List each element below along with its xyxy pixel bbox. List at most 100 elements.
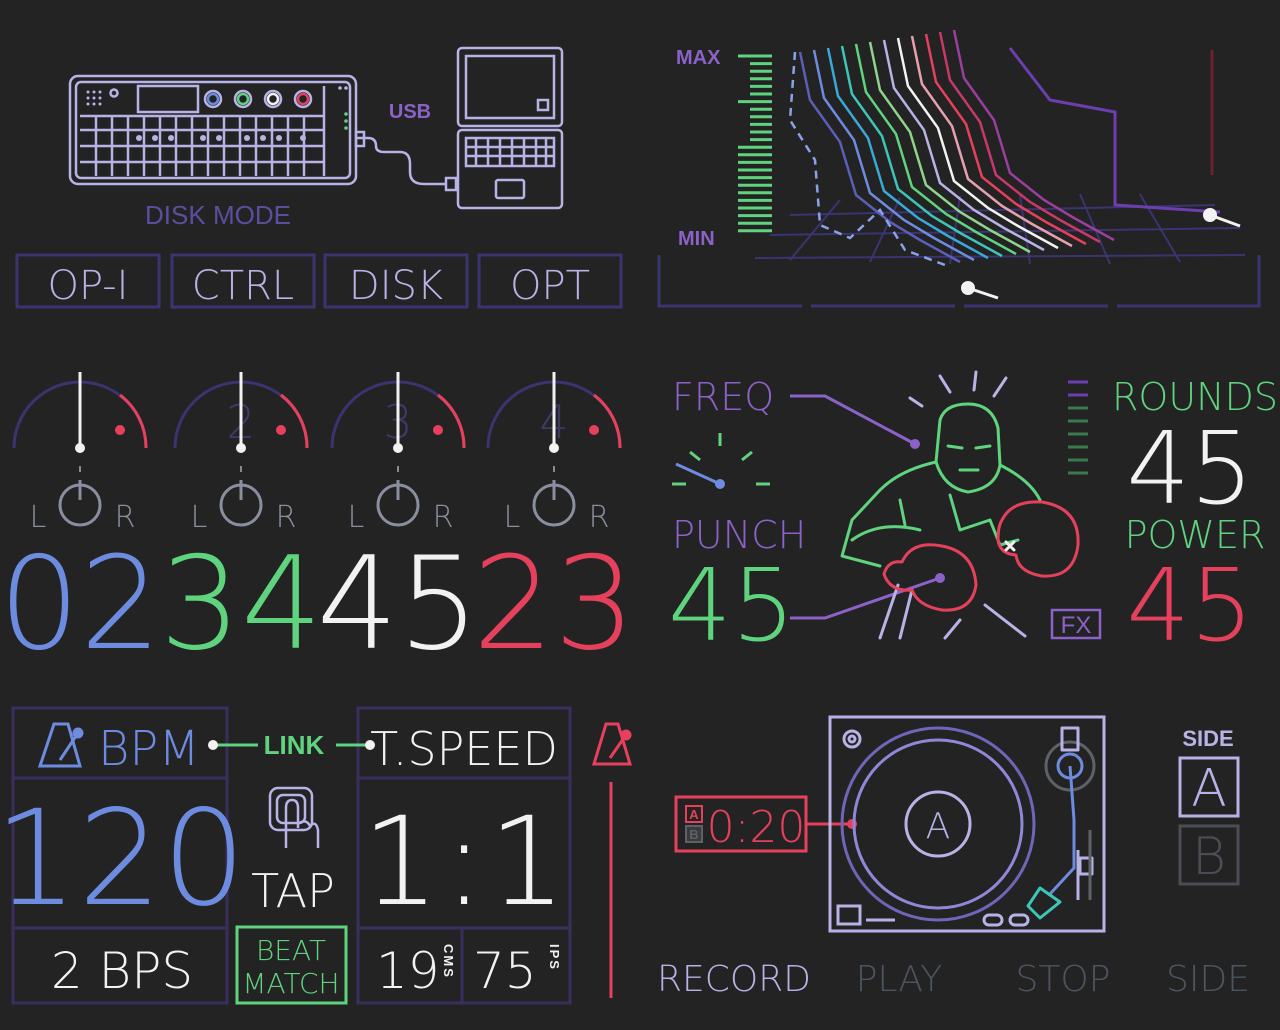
- punch-connector: [790, 576, 941, 620]
- channel-peak-arc: [280, 393, 309, 449]
- tab-ctrl-label: CTRL: [192, 263, 294, 309]
- spectrum-bracket: [657, 255, 1261, 308]
- beat-match-line1: BEAT: [256, 934, 326, 967]
- tap-button[interactable]: TAP: [251, 786, 335, 918]
- metronome-red-icon[interactable]: [591, 722, 633, 766]
- turntable-panel: A B 0:20 A: [657, 715, 1250, 1000]
- time-side-b-mini: B: [689, 827, 698, 842]
- tab-disk[interactable]: DISK: [323, 253, 469, 309]
- spectrum-waves: [798, 29, 1115, 264]
- level-scale: [738, 54, 772, 233]
- side-b-button[interactable]: B: [1178, 824, 1240, 887]
- tab-ctrl[interactable]: CTRL: [170, 253, 316, 309]
- channel-value[interactable]: 45: [317, 530, 480, 679]
- spectrum-wave-line: [924, 33, 1087, 246]
- beat-match-button[interactable]: BEAT MATCH: [235, 925, 348, 1005]
- time-value: 0:20: [707, 802, 806, 853]
- rounds-label: ROUNDS: [1112, 375, 1278, 419]
- transport-side[interactable]: SIDE: [1166, 959, 1250, 1000]
- record-label-letter: A: [926, 806, 951, 847]
- channel-peak-dot: [276, 425, 286, 435]
- pan-left-label: L: [348, 500, 365, 535]
- channel-peak-arc: [593, 393, 622, 449]
- channel-peak-dot: [115, 425, 125, 435]
- channel-value[interactable]: 02: [0, 530, 161, 679]
- ips-value: 75: [473, 942, 537, 1000]
- op1-knob-dots: [86, 86, 348, 141]
- boxer-level-meter: [1068, 380, 1088, 475]
- tap-hand-icon: [268, 786, 320, 848]
- pan-right-label: R: [276, 500, 297, 535]
- disk-mode-label: DISK MODE: [145, 200, 291, 230]
- rounds-value[interactable]: 45: [1126, 410, 1253, 527]
- boxer-panel: FREQ PUNCH 45: [668, 370, 1278, 664]
- channel-needle-pivot: [393, 443, 403, 453]
- op1-device-icon: [68, 74, 358, 186]
- tab-opt[interactable]: OPT: [477, 253, 623, 309]
- channel-peak-arc: [437, 393, 466, 449]
- spectrum-wave-line: [952, 29, 1115, 242]
- cms-value: 19: [376, 942, 440, 1000]
- link-label: LINK: [264, 730, 325, 760]
- turntable-icon: [828, 715, 1106, 933]
- time-side-a-mini: A: [689, 807, 699, 822]
- usb-cable-icon: [356, 136, 446, 186]
- pan-right-label: R: [115, 500, 136, 535]
- channel-needle-pivot: [75, 443, 85, 453]
- side-a-label: A: [1191, 759, 1227, 819]
- tab-opt-label: OPT: [510, 263, 590, 309]
- channel-needle-pivot: [236, 443, 246, 453]
- bpm-value[interactable]: 120: [0, 782, 246, 936]
- mode-tabs: OP-I CTRL DISK OPT: [15, 253, 623, 309]
- spectrum-wave-line: [882, 39, 1045, 252]
- spectrum-wave-line: [826, 47, 989, 260]
- spectrum-wave-line: [854, 43, 1017, 256]
- tab-op1[interactable]: OP-I: [15, 253, 161, 309]
- freq-connector: [790, 394, 916, 446]
- side-a-button[interactable]: A: [1178, 756, 1240, 819]
- spectrum-wave-line: [910, 35, 1073, 248]
- power-value[interactable]: 45: [1126, 547, 1253, 664]
- channel-needle-pivot: [549, 443, 559, 453]
- spectrum-wave-line: [896, 37, 1059, 250]
- channel-strip-1: L R02: [0, 372, 161, 679]
- tab-disk-label: DISK: [349, 263, 443, 309]
- boxer-figure-icon: [840, 370, 1080, 640]
- spectrum-panel: MAX MIN: [657, 29, 1261, 308]
- tonearm-icon[interactable]: [1026, 726, 1096, 920]
- freq-dial-icon[interactable]: [672, 433, 770, 489]
- channel-value[interactable]: 34: [160, 530, 323, 679]
- speed-ratio-value[interactable]: 1:1: [362, 791, 570, 933]
- transport-play[interactable]: PLAY: [856, 959, 942, 1000]
- spectrum-wave-line: [868, 41, 1031, 254]
- laptop-icon: [456, 46, 564, 210]
- vinyl-record[interactable]: A: [840, 726, 1036, 922]
- tab-op1-label: OP-I: [48, 263, 129, 309]
- link-connector[interactable]: LINK: [208, 730, 375, 760]
- bps-value: 2 BPS: [51, 942, 193, 1000]
- usb-label: USB: [389, 101, 431, 123]
- spectrum-dashed-line: [788, 51, 946, 267]
- spectrum-wave-line: [798, 51, 961, 264]
- side-b-label: B: [1192, 827, 1226, 887]
- spectrum-wave-line: [812, 49, 975, 262]
- transport-stop[interactable]: STOP: [1016, 959, 1111, 1000]
- transport-record[interactable]: RECORD: [657, 959, 811, 1000]
- channel-value[interactable]: 23: [473, 530, 636, 679]
- metronome-icon: [37, 722, 84, 768]
- fx-badge[interactable]: FX: [1050, 608, 1102, 640]
- punch-value[interactable]: 45: [668, 547, 795, 664]
- spectrum-handle-right[interactable]: [1203, 208, 1241, 228]
- tspeed-label: T.SPEED: [370, 722, 558, 776]
- pan-left-label: L: [30, 500, 47, 535]
- pan-right-label: R: [433, 500, 454, 535]
- spectrum-handle-left[interactable]: [961, 281, 999, 300]
- disk-mode-panel: USB DISK MODE: [68, 46, 564, 230]
- time-display[interactable]: A B 0:20: [674, 795, 808, 853]
- tempo-panel: BPM 120 2 BPS LINK TAP BEAT MATCH T.SPEE…: [0, 706, 633, 1005]
- side-label: SIDE: [1182, 726, 1233, 751]
